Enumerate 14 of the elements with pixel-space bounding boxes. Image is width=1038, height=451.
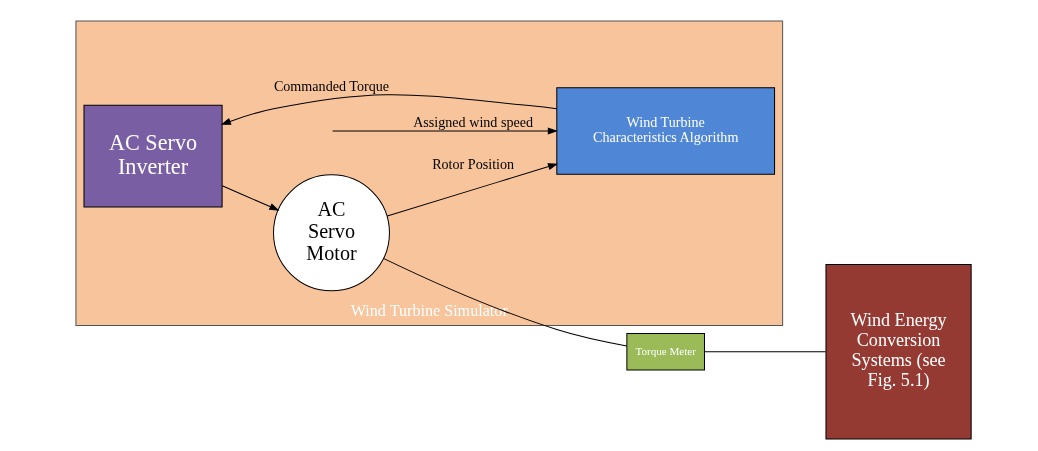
connector bbox=[382, 257, 627, 346]
arrow bbox=[386, 162, 558, 216]
arrow bbox=[331, 126, 558, 135]
arrow bbox=[221, 184, 279, 211]
edge-label: Assigned wind speed bbox=[412, 113, 533, 130]
connector bbox=[703, 350, 826, 352]
node-circle: AC Servo Motor bbox=[272, 173, 390, 291]
edge-label: Commanded Torque bbox=[273, 77, 389, 94]
arrow bbox=[220, 93, 557, 125]
node-box: AC Servo Inverter bbox=[83, 104, 223, 208]
node-box: Torque Meter bbox=[625, 332, 705, 370]
node-box: Wind Turbine Characteristics Algorithm bbox=[555, 86, 775, 175]
edge-label: Rotor Position bbox=[431, 155, 514, 172]
node-box: Wind Energy Conversion Systems (see Fig. 5.1) bbox=[824, 263, 972, 439]
